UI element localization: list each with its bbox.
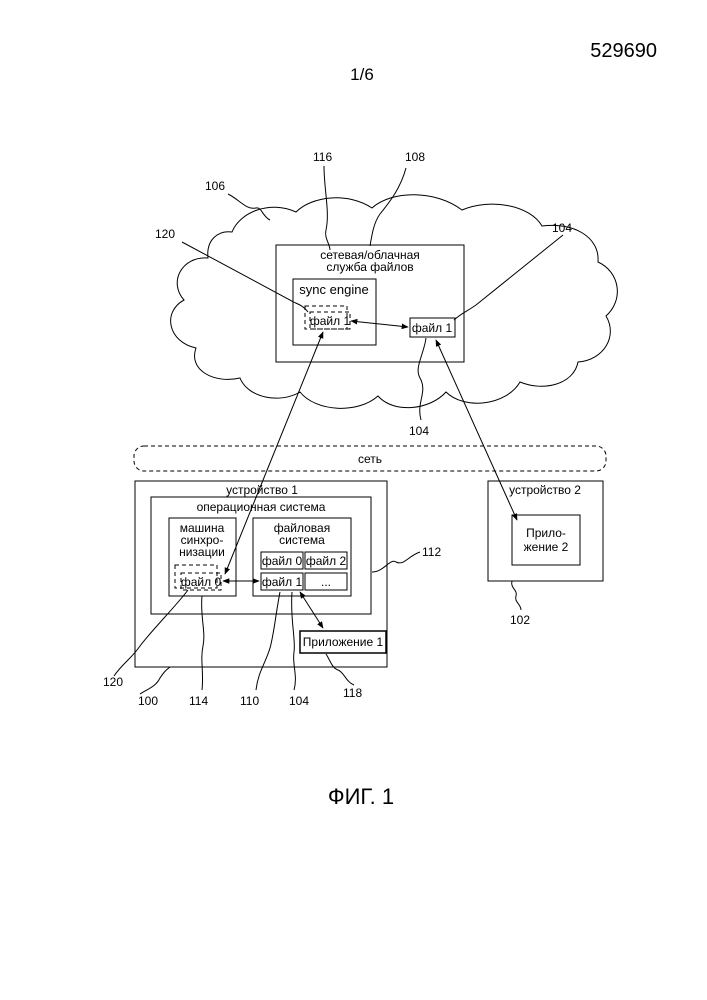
ref-104-device: 104 [289,694,309,708]
fs-file0-label: файл 0 [262,554,303,568]
ref-108: 108 [405,150,425,164]
ref-104-cloud-right: 104 [552,221,572,235]
file-system-line2: система [279,533,325,547]
sync-engine-label: sync engine [299,282,368,297]
leader-100 [140,667,170,694]
device2-title: устройство 2 [509,483,581,497]
fs-file2-label: файл 2 [306,554,347,568]
sync-engine-file1: файл 1 [310,314,351,328]
leader-102 [512,581,521,610]
ref-116: 116 [313,150,332,164]
ref-102: 102 [510,613,530,627]
app2-line2: жение 2 [524,540,569,554]
fs-more-label: ... [321,575,331,589]
ref-120-device: 120 [103,675,123,689]
cloud-service-label-line2: служба файлов [326,260,413,274]
app1-label: Приложение 1 [303,635,384,649]
sync-machine-line3: низации [179,545,225,559]
network-label: сеть [358,452,382,466]
ref-120-cloud: 120 [155,227,175,241]
ref-106: 106 [205,179,225,193]
fs-file1-label: файл 1 [262,575,303,589]
cloud-file1-label: файл 1 [412,321,453,335]
figure-caption: ФИГ. 1 [328,784,394,809]
ref-100: 100 [138,694,158,708]
ref-118: 118 [343,686,362,700]
sync-machine-file0: файл 0 [181,575,222,589]
app2-line1: Прило- [526,526,566,540]
patent-number: 529690 [590,40,657,62]
ref-110: 110 [240,694,259,708]
ref-112: 112 [422,545,441,559]
sheet-number: 1/6 [350,65,374,84]
ref-114: 114 [189,694,208,708]
os-label: операционная система [197,500,326,514]
device1-title: устройство 1 [226,483,298,497]
ref-104-cloud-below: 104 [409,424,429,438]
